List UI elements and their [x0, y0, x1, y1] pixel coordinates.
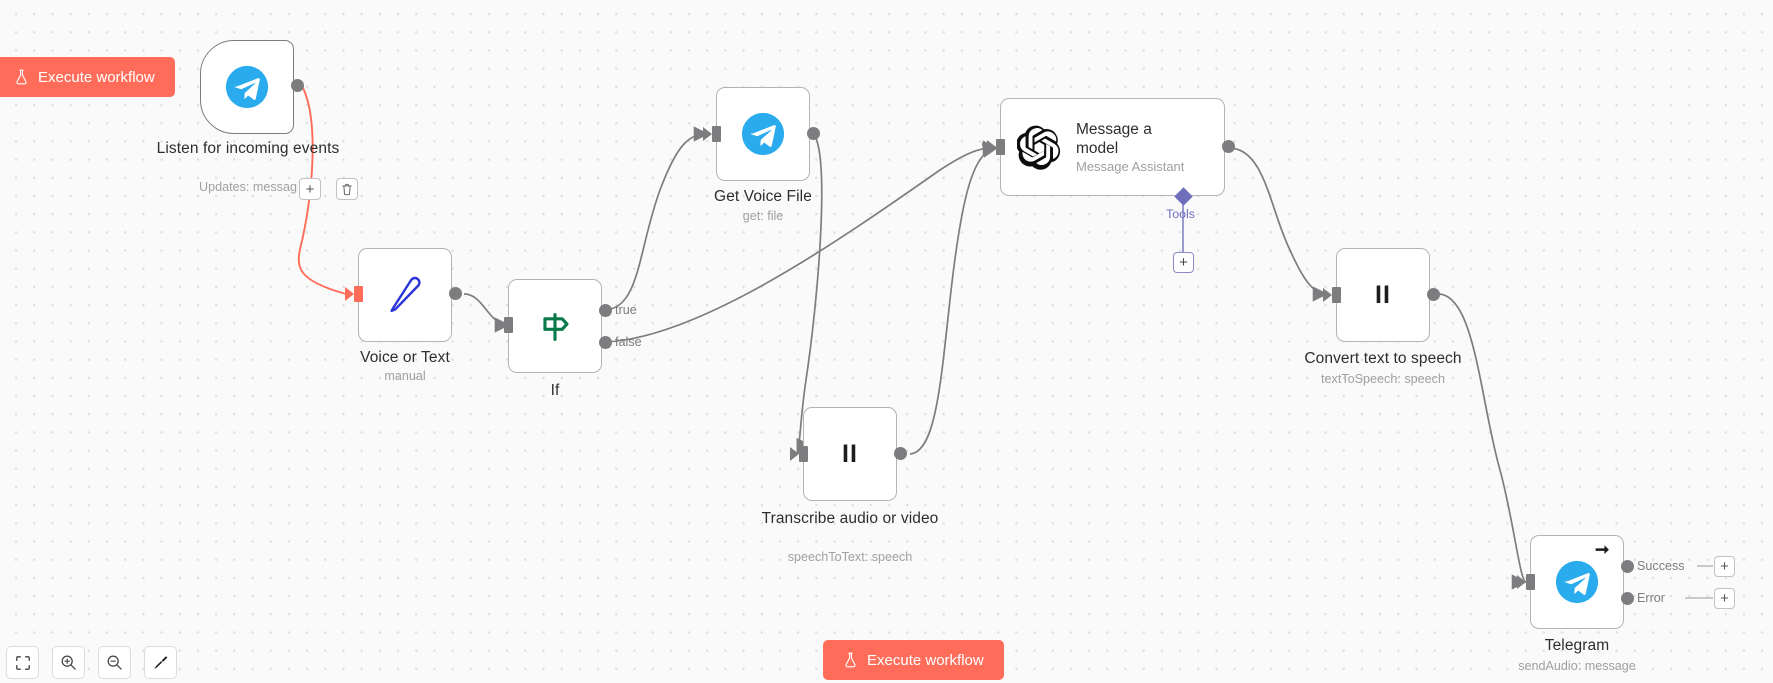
output-port-if-true[interactable] — [599, 304, 612, 317]
zoom-to-fit-icon — [15, 655, 30, 670]
node-title-convert-text-to-speech: Convert text to speech — [1304, 350, 1462, 367]
edit-pen-icon — [390, 276, 421, 313]
node-if[interactable] — [508, 279, 602, 373]
node-transcribe-audio-or-video[interactable]: II — [803, 407, 897, 501]
zoom-in-icon — [61, 655, 76, 670]
add-tool-button[interactable]: + — [1173, 252, 1194, 273]
trash-icon — [342, 183, 352, 195]
port-label-success: Success — [1637, 559, 1685, 573]
elevenlabs-icon: II — [1375, 280, 1391, 309]
node-subtitle-message-a-model: Message Assistant — [1076, 158, 1185, 174]
node-subtitle-convert-text-to-speech: textToSpeech: speech — [1321, 372, 1445, 386]
node-subtitle-get-voice-file: get: file — [742, 209, 784, 223]
telegram-icon — [1555, 560, 1599, 604]
add-node-button-success[interactable]: + — [1714, 556, 1735, 577]
node-subtitle-voice-or-text: manual — [384, 369, 426, 383]
port-label-false: false — [615, 335, 642, 349]
flask-icon — [845, 652, 856, 668]
output-port-telegram-error[interactable] — [1621, 592, 1634, 605]
tidy-up-button[interactable] — [144, 646, 177, 679]
elevenlabs-icon: II — [842, 439, 858, 468]
node-title-if: If — [550, 382, 560, 399]
execute-workflow-label-top: Execute workflow — [38, 68, 155, 86]
output-port-voice-or-text[interactable] — [449, 287, 462, 300]
zoom-out-button[interactable] — [98, 646, 131, 679]
input-port-transcribe-audio-or-video[interactable] — [790, 446, 808, 462]
plus-icon: + — [1720, 558, 1729, 575]
node-title-listen-for-incoming-events: Listen for incoming events — [156, 140, 340, 157]
output-port-transcribe-audio-or-video[interactable] — [894, 447, 907, 460]
zoom-out-icon — [107, 655, 122, 670]
pinned-data-arrow-icon: ➞ — [1595, 540, 1610, 559]
execute-workflow-label-bottom: Execute workflow — [867, 651, 984, 669]
flask-icon — [16, 69, 27, 85]
input-port-telegram[interactable] — [1517, 574, 1535, 590]
add-node-button-error[interactable]: + — [1714, 588, 1735, 609]
node-title-get-voice-file: Get Voice File — [714, 188, 812, 205]
delete-node-button-trigger[interactable] — [336, 178, 358, 200]
node-get-voice-file[interactable] — [716, 87, 810, 181]
output-port-convert-text-to-speech[interactable] — [1427, 288, 1440, 301]
tools-connector-label: Tools — [1166, 207, 1195, 221]
input-port-get-voice-file[interactable] — [703, 126, 721, 142]
plus-icon: + — [1179, 254, 1188, 271]
zoom-in-button[interactable] — [52, 646, 85, 679]
tidy-up-icon — [154, 656, 168, 669]
input-port-if[interactable] — [495, 317, 513, 333]
node-telegram[interactable] — [1530, 535, 1624, 629]
openai-icon — [1017, 125, 1061, 170]
node-voice-or-text[interactable] — [358, 248, 452, 342]
zoom-to-fit-button[interactable] — [6, 646, 39, 679]
telegram-icon — [225, 65, 269, 109]
input-port-voice-or-text[interactable] — [345, 286, 363, 302]
node-listen-for-incoming-events[interactable] — [200, 40, 294, 134]
add-node-button-trigger[interactable]: + — [299, 178, 321, 200]
node-title-voice-or-text: Voice or Text — [360, 349, 450, 366]
node-subtitle-listen-for-incoming-events: Updates: messag — [198, 180, 297, 194]
output-port-if-false[interactable] — [599, 336, 612, 349]
node-convert-text-to-speech[interactable]: II — [1336, 248, 1430, 342]
node-subtitle-transcribe-audio-or-video: speechToText: speech — [787, 550, 913, 564]
plus-icon: + — [305, 180, 315, 198]
output-port-get-voice-file[interactable] — [807, 127, 820, 140]
execute-workflow-button-bottom[interactable]: Execute workflow — [823, 640, 1004, 680]
node-title-transcribe-audio-or-video: Transcribe audio or video — [761, 510, 939, 527]
canvas-toolbar — [6, 646, 177, 679]
node-title-telegram: Telegram — [1544, 637, 1610, 654]
plus-icon: + — [1720, 590, 1729, 607]
output-port-telegram-success[interactable] — [1621, 560, 1634, 573]
execute-workflow-button-top[interactable]: Execute workflow — [0, 57, 175, 97]
output-port-message-a-model[interactable] — [1222, 140, 1235, 153]
input-port-message-a-model[interactable] — [987, 139, 1005, 155]
signpost-icon — [543, 312, 569, 341]
output-port-listen-for-incoming-events[interactable] — [291, 79, 304, 92]
port-label-true: true — [615, 303, 637, 317]
telegram-icon — [741, 112, 785, 156]
input-port-convert-text-to-speech[interactable] — [1323, 287, 1341, 303]
node-subtitle-telegram: sendAudio: message — [1518, 659, 1636, 673]
port-label-error: Error — [1637, 591, 1665, 605]
node-title-message-a-model: Message a model — [1076, 120, 1152, 157]
node-message-a-model[interactable]: Message a model Message Assistant — [1000, 98, 1225, 196]
